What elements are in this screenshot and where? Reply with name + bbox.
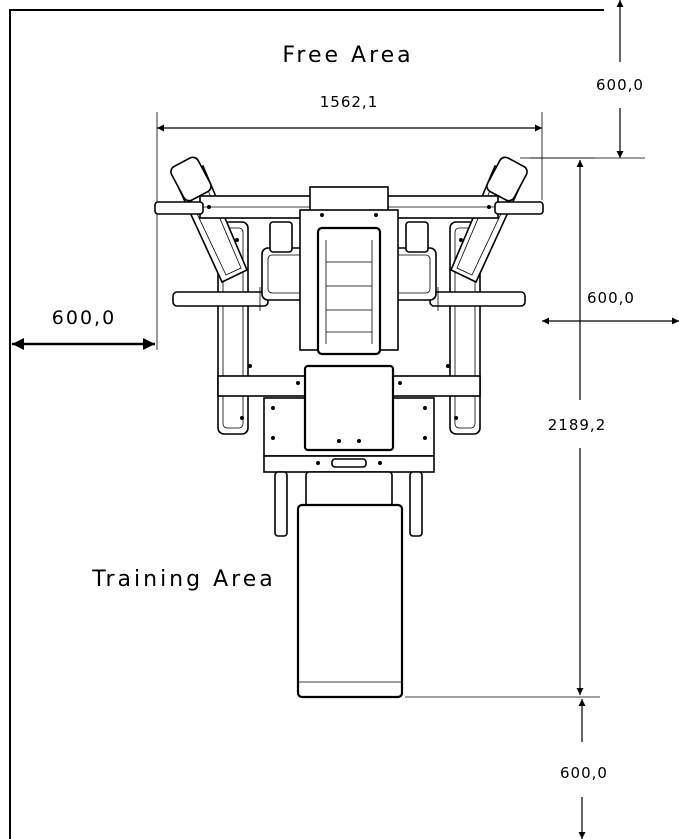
dimension-top-clearance-label: 600,0 [596,76,644,94]
machine-top-view [154,156,544,699]
dimension-left-clearance-label: 600,0 [52,307,116,329]
free-area-label: Free Area [282,43,413,68]
area-border [9,9,604,839]
dimension-top-clearance: 600,0 [520,0,645,159]
dimension-left-clearance: 600,0 [12,307,155,350]
dimension-width-label: 1562,1 [320,93,379,111]
dimension-length-label: 2189,2 [548,416,607,434]
dimension-right-clearance-label: 600,0 [587,289,635,307]
dimension-length: 2189,2 [405,157,607,698]
training-area-label: Training Area [91,567,275,592]
dimension-bottom-clearance: 600,0 [560,699,608,839]
dimension-right-clearance: 600,0 [542,289,679,325]
dimension-width: 1562,1 [156,93,543,350]
dimension-bottom-clearance-label: 600,0 [560,764,608,782]
